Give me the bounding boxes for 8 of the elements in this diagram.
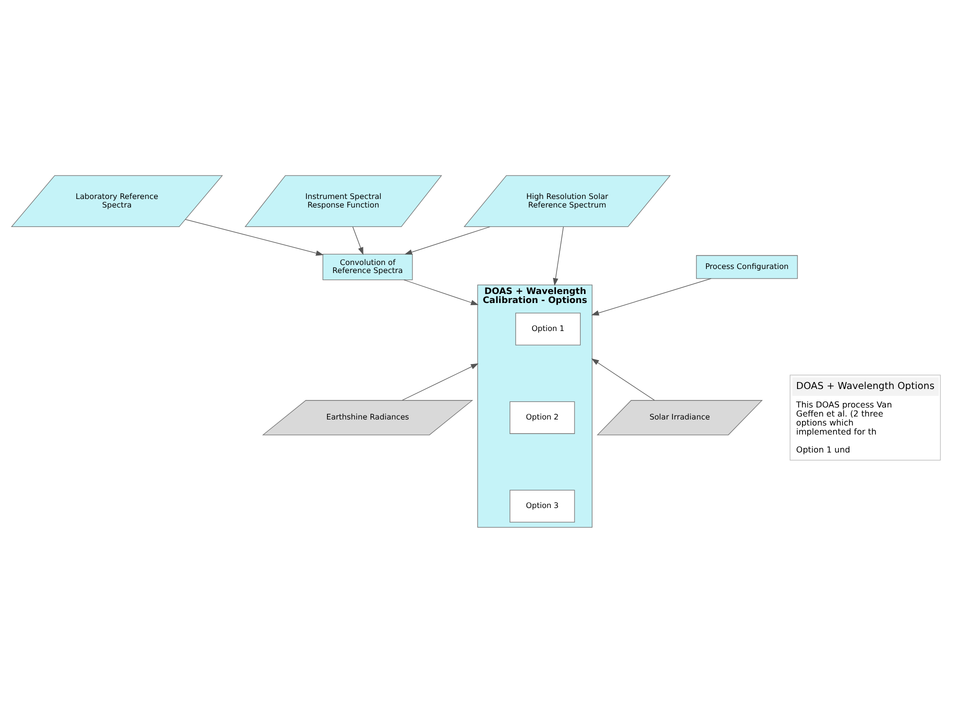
- arrow: [404, 280, 479, 306]
- arrow: [591, 278, 712, 316]
- arrow: [352, 226, 364, 255]
- arrow: [552, 226, 564, 286]
- arrow: [402, 363, 479, 401]
- arrow: [185, 219, 324, 256]
- arrow: [591, 358, 655, 401]
- arrow: [404, 226, 490, 255]
